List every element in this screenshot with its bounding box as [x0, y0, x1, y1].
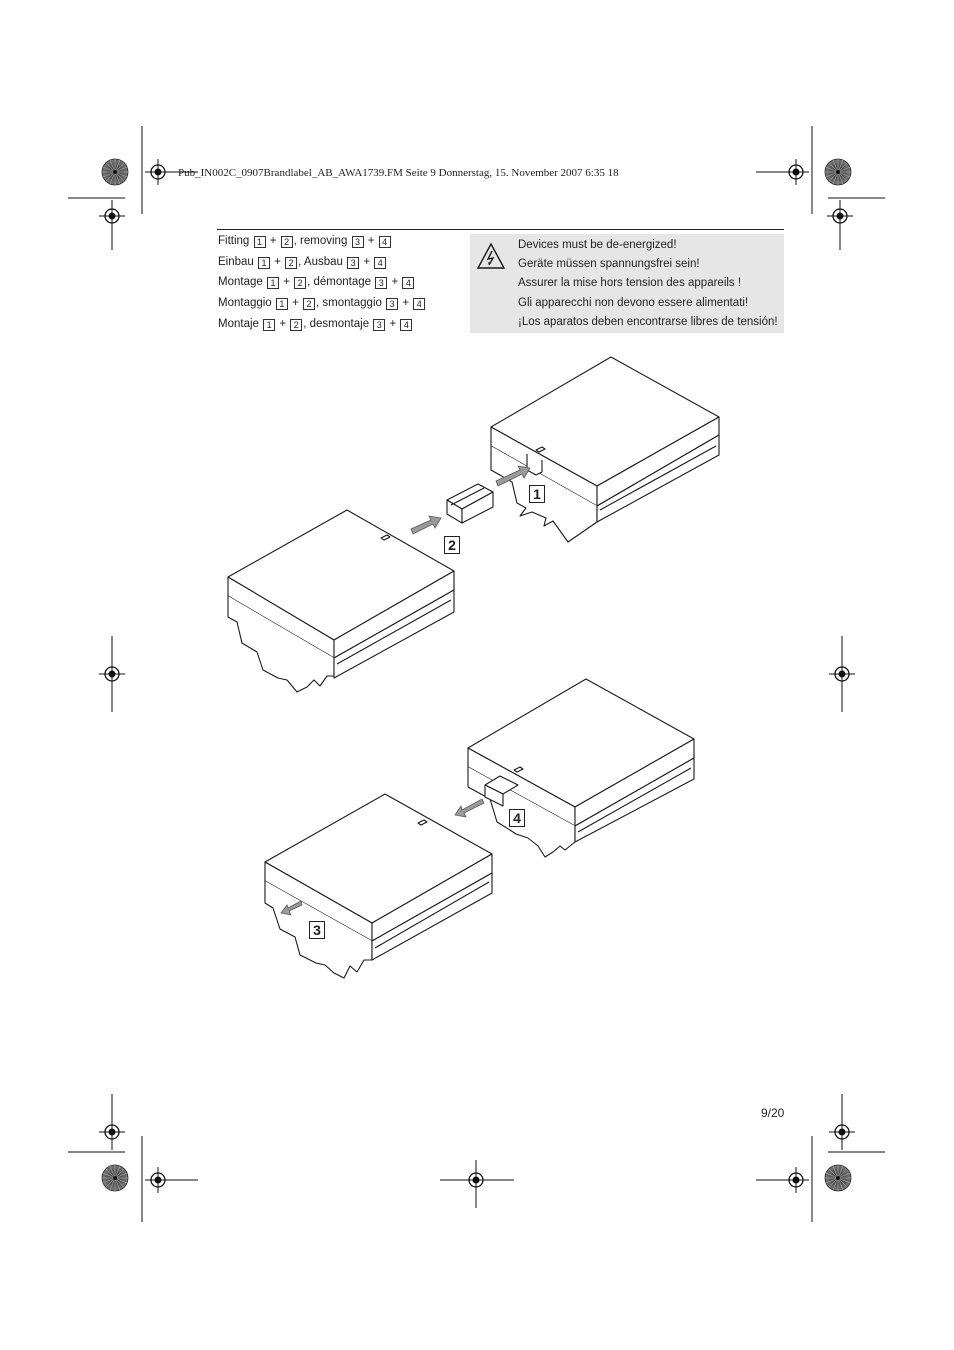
- step-label-2: 2: [444, 536, 460, 554]
- key-box: 2: [280, 236, 293, 248]
- color-bar-marks: [101, 158, 852, 1192]
- key-box: 1: [275, 298, 288, 311]
- page-number: 9/20: [761, 1106, 785, 1120]
- arrow-step-1: [495, 465, 531, 487]
- key-box: 3: [351, 236, 364, 248]
- registration-marks: [98, 158, 856, 1194]
- connector-plug: [446, 483, 494, 524]
- key-box: 2: [290, 318, 303, 331]
- warning-line-de: Geräte müssen spannungsfrei sein!: [518, 258, 700, 271]
- key-box: 3: [373, 318, 386, 331]
- key-box: 2: [285, 256, 298, 269]
- top-rule: [217, 229, 784, 230]
- key-box: 1: [266, 277, 279, 290]
- arrow-step-4: [454, 798, 485, 818]
- arrow-step-3: [280, 900, 303, 916]
- steps-list: Fitting 1 + 2, removing 3 + 4 Einbau 1 +…: [218, 231, 468, 335]
- key-box: 4: [402, 277, 415, 290]
- warning-line-fr: Assurer la mise hors tension des apparei…: [518, 277, 742, 290]
- warning-text: Devices must be de-energized! Geräte müs…: [518, 236, 778, 332]
- step-label-3: 3: [309, 921, 325, 939]
- key-box: 1: [258, 256, 271, 269]
- key-box: 2: [303, 298, 316, 311]
- crop-marks: [68, 126, 885, 1222]
- key-box: 3: [347, 256, 360, 269]
- module-a: [490, 356, 720, 543]
- step-label-4: 4: [509, 809, 525, 827]
- warning-line-en: Devices must be de-energized!: [518, 239, 677, 251]
- step-line-de: Einbau 1 + 2, Ausbau 3 + 4: [218, 252, 468, 273]
- key-box: 2: [294, 277, 307, 290]
- module-b: [227, 509, 455, 693]
- key-box: 3: [375, 277, 388, 290]
- step-line-en: Fitting 1 + 2, removing 3 + 4: [218, 231, 468, 252]
- key-box: 4: [400, 318, 413, 331]
- step-line-fr: Montage 1 + 2, démontage 3 + 4: [218, 272, 468, 293]
- direction-arrows: [280, 465, 531, 916]
- key-box: 4: [378, 236, 391, 248]
- arrow-step-2: [410, 515, 442, 535]
- warning-line-it: Gli apparecchi non devono essere aliment…: [518, 296, 749, 309]
- step-line-es: Montaje 1 + 2, desmontaje 3 + 4: [218, 314, 468, 335]
- key-box: 3: [386, 298, 399, 311]
- key-box: 4: [374, 256, 387, 269]
- module-d: [264, 793, 493, 979]
- warning-line-es: ¡Los aparatos deben encontrarse libres d…: [518, 315, 778, 328]
- module-c: [467, 678, 695, 858]
- key-box: 4: [413, 298, 426, 311]
- high-voltage-warning-icon: [476, 242, 506, 269]
- key-box: 1: [263, 318, 276, 331]
- key-box: 1: [253, 236, 266, 248]
- step-label-1: 1: [529, 485, 545, 503]
- warning-box: Devices must be de-energized! Geräte müs…: [470, 234, 784, 333]
- step-line-it: Montaggio 1 + 2, smontaggio 3 + 4: [218, 293, 468, 314]
- file-header-line: Pub_IN002C_0907Brandlabel_AB_AWA1739.FM …: [178, 167, 619, 179]
